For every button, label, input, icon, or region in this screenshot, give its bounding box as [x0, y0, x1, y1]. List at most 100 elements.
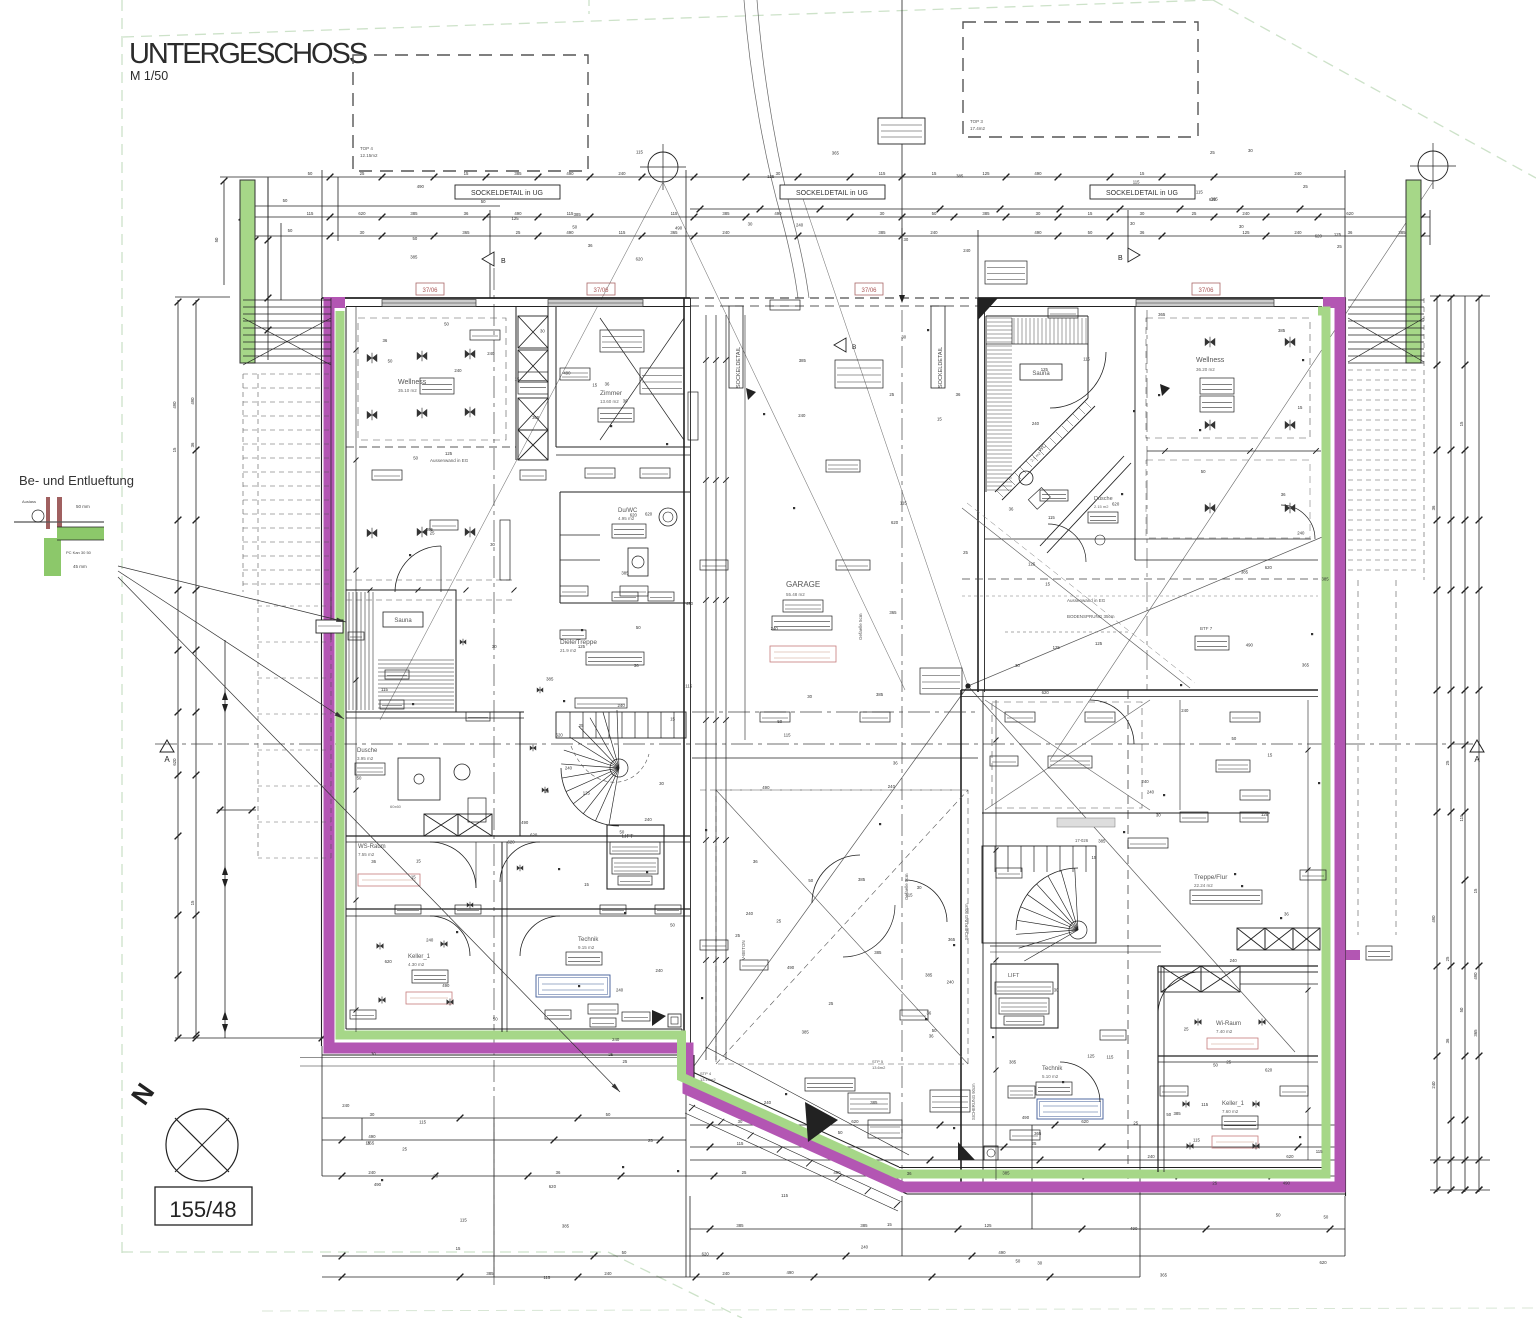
- svg-text:17.4m2: 17.4m2: [970, 126, 986, 131]
- svg-text:50: 50: [1213, 1063, 1218, 1068]
- svg-text:15: 15: [932, 171, 937, 176]
- svg-text:620: 620: [508, 839, 516, 844]
- svg-text:Technik: Technik: [578, 937, 599, 943]
- svg-text:115: 115: [784, 732, 791, 737]
- svg-text:50: 50: [444, 322, 449, 327]
- svg-text:30: 30: [1037, 1260, 1042, 1265]
- svg-text:36: 36: [893, 760, 898, 765]
- svg-text:15: 15: [172, 447, 177, 452]
- svg-text:9.15 m2: 9.15 m2: [578, 945, 595, 950]
- svg-text:490: 490: [1431, 915, 1436, 923]
- svg-text:30: 30: [776, 171, 781, 176]
- svg-text:240: 240: [368, 1170, 376, 1175]
- svg-text:15: 15: [937, 416, 942, 421]
- svg-text:50: 50: [932, 211, 937, 216]
- svg-text:15: 15: [366, 1140, 371, 1145]
- svg-text:50: 50: [214, 237, 219, 242]
- svg-text:115: 115: [906, 892, 913, 897]
- svg-text:240: 240: [1297, 531, 1305, 536]
- svg-text:50: 50: [283, 198, 288, 203]
- svg-text:50: 50: [838, 1130, 843, 1135]
- svg-text:Treppe/Flur: Treppe/Flur: [1194, 874, 1228, 881]
- svg-text:30: 30: [659, 781, 664, 786]
- svg-text:Keller_1: Keller_1: [1222, 1101, 1245, 1107]
- svg-text:A: A: [164, 755, 170, 764]
- svg-text:620: 620: [1315, 233, 1323, 238]
- svg-text:125: 125: [511, 216, 519, 221]
- svg-text:30: 30: [492, 644, 497, 649]
- svg-text:37/06: 37/06: [593, 288, 609, 294]
- svg-text:620: 620: [385, 959, 393, 964]
- svg-text:385: 385: [736, 1223, 744, 1228]
- svg-text:385: 385: [1174, 1111, 1182, 1116]
- svg-text:490: 490: [1022, 1115, 1030, 1120]
- svg-text:13.6m2: 13.6m2: [872, 1065, 886, 1070]
- svg-text:385: 385: [925, 972, 933, 977]
- svg-text:385: 385: [1278, 328, 1286, 333]
- svg-text:50: 50: [606, 1112, 611, 1117]
- svg-text:15: 15: [1459, 421, 1464, 426]
- svg-text:Du/WC: Du/WC: [618, 508, 638, 514]
- svg-text:125: 125: [1041, 367, 1049, 372]
- svg-text:Sauna: Sauna: [394, 618, 412, 624]
- svg-text:115: 115: [1201, 1102, 1208, 1107]
- svg-text:25: 25: [623, 1059, 628, 1064]
- svg-text:385: 385: [1002, 1170, 1010, 1175]
- svg-text:36: 36: [907, 1171, 912, 1176]
- svg-text:115: 115: [1107, 1054, 1114, 1059]
- svg-text:Dusche: Dusche: [1094, 496, 1113, 502]
- svg-text:B: B: [852, 344, 856, 351]
- svg-text:37/06: 37/06: [861, 288, 877, 294]
- svg-text:30: 30: [540, 329, 545, 334]
- svg-text:25: 25: [608, 1052, 613, 1057]
- svg-text:385: 385: [799, 358, 807, 363]
- svg-text:13.15m2: 13.15m2: [700, 1077, 716, 1082]
- svg-text:SICHERUNG 90cm: SICHERUNG 90cm: [964, 903, 969, 940]
- svg-text:125: 125: [767, 174, 775, 179]
- svg-text:SICHERUNG 90cm: SICHERUNG 90cm: [971, 1083, 976, 1120]
- svg-text:Aussenwand in EG: Aussenwand in EG: [1067, 598, 1106, 603]
- svg-text:UNTERGESCHOSS: UNTERGESCHOSS: [129, 38, 368, 70]
- svg-text:115: 115: [460, 1217, 467, 1222]
- svg-text:240: 240: [616, 988, 624, 993]
- svg-text:115: 115: [1048, 515, 1055, 520]
- svg-text:240: 240: [947, 980, 955, 985]
- svg-text:TOP 4: TOP 4: [360, 146, 373, 151]
- svg-text:25: 25: [963, 550, 968, 555]
- svg-text:125: 125: [583, 791, 591, 796]
- svg-text:25: 25: [1133, 1121, 1138, 1126]
- svg-text:Zimmer: Zimmer: [600, 390, 623, 397]
- svg-text:30: 30: [370, 1112, 375, 1117]
- svg-text:385: 385: [410, 211, 418, 216]
- svg-text:V-BETON: V-BETON: [741, 940, 746, 960]
- svg-text:36: 36: [1431, 505, 1436, 510]
- svg-text:25: 25: [1445, 760, 1450, 765]
- svg-text:385: 385: [562, 1224, 570, 1229]
- svg-text:365: 365: [426, 527, 434, 532]
- svg-text:36: 36: [588, 243, 593, 248]
- svg-text:50: 50: [1276, 1212, 1281, 1217]
- svg-text:15: 15: [1140, 171, 1145, 176]
- svg-text:2.15 m2: 2.15 m2: [1094, 504, 1109, 509]
- svg-text:115: 115: [636, 149, 643, 154]
- svg-text:Keller_1: Keller_1: [408, 954, 431, 960]
- svg-text:15: 15: [592, 382, 597, 387]
- svg-text:620: 620: [172, 758, 177, 766]
- svg-text:490: 490: [417, 184, 425, 189]
- svg-text:37/06: 37/06: [1198, 288, 1214, 294]
- svg-text:240: 240: [1294, 171, 1302, 176]
- svg-text:30: 30: [1054, 988, 1059, 993]
- svg-text:36: 36: [556, 1170, 561, 1175]
- svg-text:36: 36: [927, 1010, 932, 1015]
- svg-text:25: 25: [1032, 1141, 1037, 1146]
- svg-text:125: 125: [578, 644, 586, 649]
- svg-text:240: 240: [722, 230, 730, 235]
- svg-text:30: 30: [1036, 211, 1041, 216]
- svg-text:490: 490: [1246, 643, 1254, 648]
- svg-text:50: 50: [308, 171, 313, 176]
- svg-text:50: 50: [1231, 736, 1236, 741]
- svg-text:36: 36: [753, 859, 758, 864]
- svg-text:36: 36: [1348, 230, 1353, 235]
- svg-text:125: 125: [1095, 641, 1103, 646]
- svg-text:15: 15: [411, 874, 416, 879]
